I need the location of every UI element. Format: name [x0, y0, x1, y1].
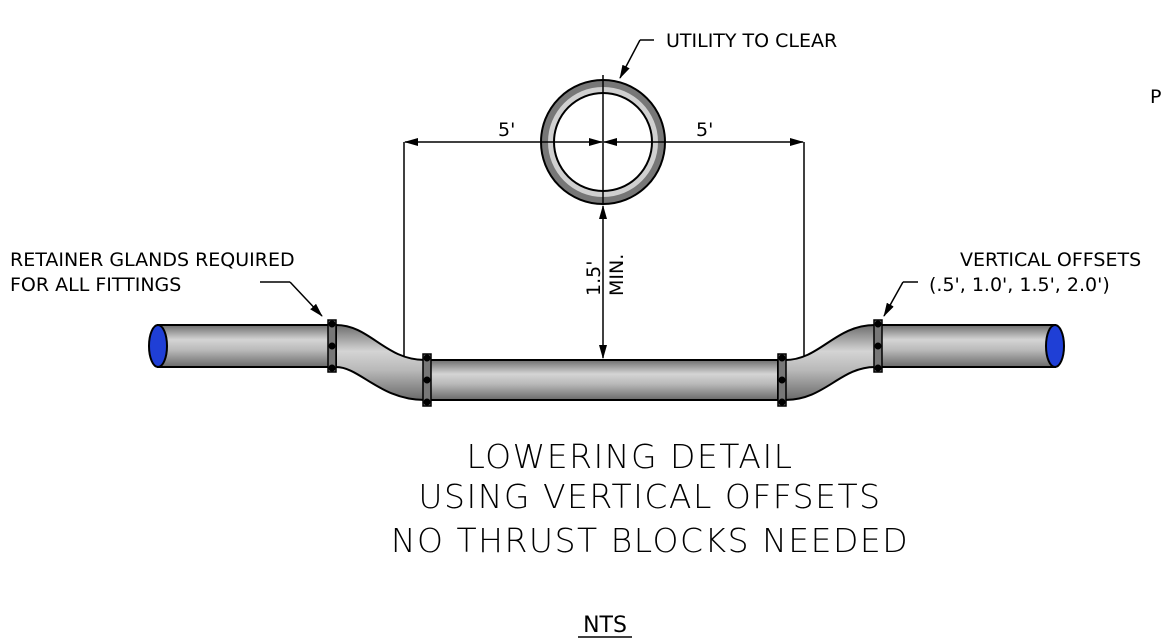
- vertical-dimension-value: 1.5': [583, 261, 605, 296]
- retainer-leader: [260, 281, 323, 317]
- main-pipe-assembly: [148, 319, 1065, 407]
- corner-label: P: [1150, 86, 1161, 108]
- title-line-1: LOWERING DETAIL: [466, 437, 793, 476]
- title-line-3: NO THRUST BLOCKS NEEDED: [391, 521, 909, 560]
- horizontal-dimensions: [403, 138, 805, 360]
- retainer-gland-4: [873, 319, 883, 373]
- scale-label: NTS: [583, 613, 627, 638]
- vertical-dimension-min: MIN.: [606, 254, 628, 296]
- retainer-gland-3: [777, 353, 787, 407]
- retainer-note-line2: FOR ALL FITTINGS: [10, 274, 181, 296]
- pipe-end-left: [148, 324, 168, 368]
- offsets-note-line1: VERTICAL OFFSETS: [960, 249, 1141, 271]
- retainer-gland-2: [422, 353, 432, 407]
- dimension-right-label: 5': [696, 119, 713, 141]
- offsets-note-line2: (.5', 1.0', 1.5', 2.0'): [929, 274, 1110, 296]
- offsets-leader: [883, 281, 918, 317]
- retainer-note-line1: RETAINER GLANDS REQUIRED: [10, 249, 295, 271]
- utility-label: UTILITY TO CLEAR: [666, 30, 837, 52]
- pipe-end-right: [1045, 324, 1065, 368]
- title-line-2: USING VERTICAL OFFSETS: [418, 477, 881, 516]
- dimension-left-label: 5': [498, 119, 515, 141]
- utility-pipe-cross-section: [540, 75, 666, 205]
- utility-leader: [619, 39, 654, 79]
- retainer-gland-1: [327, 319, 337, 373]
